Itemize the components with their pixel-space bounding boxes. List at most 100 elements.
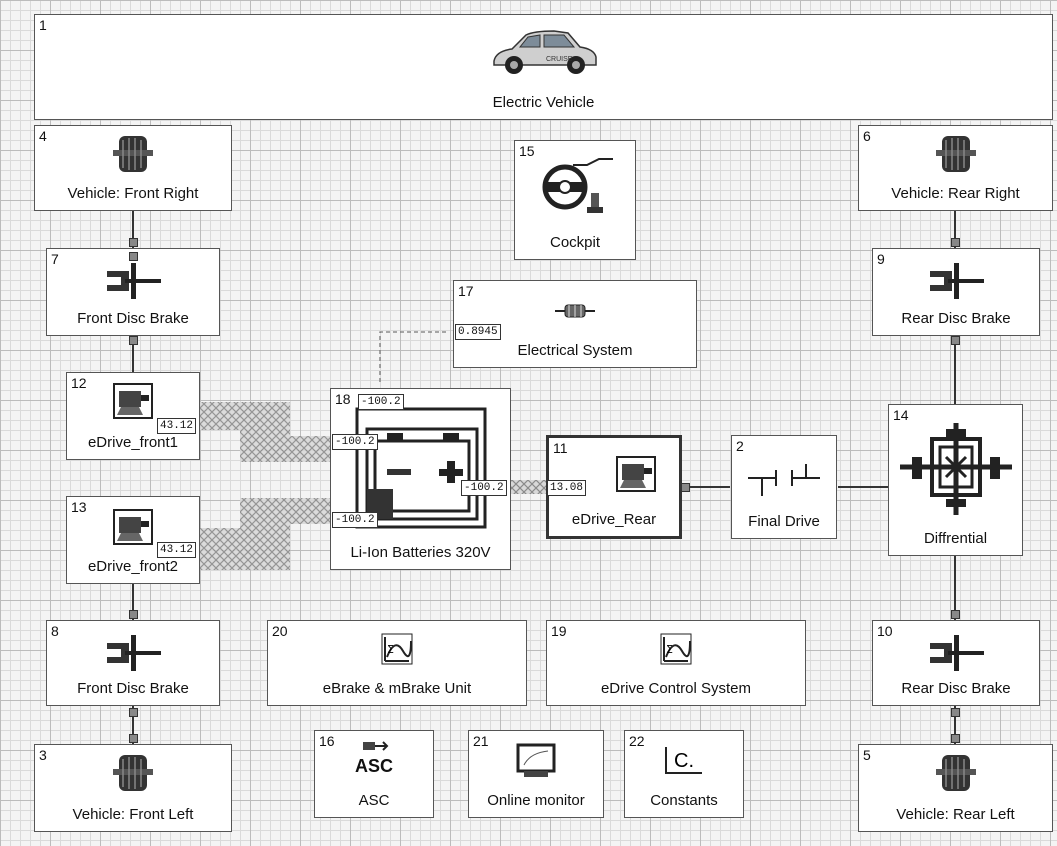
- port-rear-brake-9[interactable]: [951, 336, 960, 345]
- block-vehicle-rear-left[interactable]: 5 Vehicle: Rear Left: [858, 744, 1053, 832]
- block-label: Rear Disc Brake: [901, 680, 1011, 697]
- resistor-icon: [555, 303, 595, 324]
- block-front-disc-brake-7[interactable]: 7 Front Disc Brake: [46, 248, 220, 336]
- block-number: 9: [877, 251, 885, 267]
- block-label: Front Disc Brake: [77, 680, 189, 697]
- block-number: 2: [736, 438, 744, 454]
- port-front-brake-7-bottom[interactable]: [129, 336, 138, 345]
- electric-bus-front1: [200, 402, 330, 462]
- disc-brake-icon: [926, 635, 986, 676]
- port-front-brake-8-bottom[interactable]: [129, 708, 138, 717]
- block-electric-vehicle[interactable]: 1 CRUISE Electric Vehicle: [34, 14, 1053, 120]
- gear-pair-icon: [746, 462, 822, 503]
- block-label: eBrake & mBrake Unit: [322, 680, 472, 697]
- block-constants[interactable]: 22 C. Constants: [624, 730, 744, 818]
- steering-wheel-icon: [535, 157, 615, 224]
- port-rear-brake-10-top[interactable]: [951, 610, 960, 619]
- wheel-icon: [934, 134, 978, 179]
- block-number: 19: [551, 623, 567, 639]
- block-number: 15: [519, 143, 535, 159]
- block-number: 8: [51, 623, 59, 639]
- block-label: ASC: [358, 792, 390, 809]
- block-number: 5: [863, 747, 871, 763]
- block-vehicle-rear-right[interactable]: 6 Vehicle: Rear Right: [858, 125, 1053, 211]
- port-edrive-rear-out[interactable]: [681, 483, 690, 492]
- electric-motor-icon: [616, 456, 656, 497]
- asc-icon-text: ASC: [354, 756, 394, 776]
- asc-icon: ASC: [355, 739, 393, 775]
- svg-text:Σ: Σ: [387, 643, 394, 656]
- block-number: 4: [39, 128, 47, 144]
- car-badge: CRUISE: [546, 56, 573, 63]
- svg-text:Σ: Σ: [666, 643, 673, 656]
- block-label: Cockpit: [549, 234, 601, 251]
- electric-motor-icon: [113, 509, 153, 550]
- block-vehicle-front-right[interactable]: 4 Vehicle: Front Right: [34, 125, 232, 211]
- port-front-left[interactable]: [129, 734, 138, 743]
- port-front-brake-7-top[interactable]: [129, 252, 138, 261]
- block-number: 21: [473, 733, 489, 749]
- block-number: 14: [893, 407, 909, 423]
- block-number: 16: [319, 733, 335, 749]
- port-front-right[interactable]: [129, 238, 138, 247]
- block-ebrake-mbrake-unit[interactable]: 20 Σ eBrake & mBrake Unit: [267, 620, 527, 706]
- disc-brake-icon: [103, 263, 163, 304]
- value-edrive-front1: 43.12: [157, 418, 197, 434]
- block-label: Vehicle: Front Right: [67, 185, 199, 202]
- block-edrive-front2[interactable]: 13 eDrive_front2: [66, 496, 200, 584]
- block-edrive-control-system[interactable]: 19 Σ eDrive Control System: [546, 620, 806, 706]
- value-edrive-front2: 43.12: [157, 542, 197, 558]
- block-number: 1: [39, 17, 47, 33]
- block-vehicle-front-left[interactable]: 3 Vehicle: Front Left: [34, 744, 232, 832]
- block-number: 20: [272, 623, 288, 639]
- block-asc[interactable]: 16 ASC ASC: [314, 730, 434, 818]
- block-number: 6: [863, 128, 871, 144]
- electric-bus-rear: [505, 480, 547, 494]
- block-differential[interactable]: 14 Diffrential: [888, 404, 1023, 556]
- block-number: 13: [71, 499, 87, 515]
- block-online-monitor[interactable]: 21 Online monitor: [468, 730, 604, 818]
- value-battery-bottom: -100.2: [332, 512, 378, 528]
- block-number: 22: [629, 733, 645, 749]
- block-front-disc-brake-8[interactable]: 8 Front Disc Brake: [46, 620, 220, 706]
- disc-brake-icon: [926, 263, 986, 304]
- constants-icon-text: C.: [674, 750, 694, 772]
- constants-icon: C.: [662, 745, 706, 780]
- block-label: Vehicle: Rear Left: [896, 806, 1015, 823]
- value-battery-right: -100.2: [461, 480, 507, 496]
- wheel-icon: [111, 134, 155, 179]
- block-label: Front Disc Brake: [77, 310, 189, 327]
- electric-bus-front2: [200, 498, 330, 570]
- block-rear-disc-brake-9[interactable]: 9 Rear Disc Brake: [872, 248, 1040, 336]
- block-number: 18: [335, 391, 351, 407]
- port-rear-right[interactable]: [951, 238, 960, 247]
- block-number: 3: [39, 747, 47, 763]
- block-rear-disc-brake-10[interactable]: 10 Rear Disc Brake: [872, 620, 1040, 706]
- value-edrive-rear: 13.08: [547, 480, 587, 496]
- block-final-drive[interactable]: 2 Final Drive: [731, 435, 837, 539]
- block-edrive-front1[interactable]: 12 eDrive_front1: [66, 372, 200, 460]
- port-rear-brake-10-bottom[interactable]: [951, 708, 960, 717]
- block-label: Rear Disc Brake: [901, 310, 1011, 327]
- block-label: eDrive Control System: [600, 680, 752, 697]
- block-label: Electric Vehicle: [492, 94, 595, 111]
- electric-motor-icon: [113, 383, 153, 424]
- block-label: Vehicle: Rear Right: [891, 185, 1020, 202]
- block-li-ion-batteries[interactable]: 18 Li-Ion Batteries 320V: [330, 388, 511, 570]
- block-number: 17: [458, 283, 474, 299]
- function-icon: Σ: [381, 633, 413, 670]
- block-number: 12: [71, 375, 87, 391]
- value-battery-mid: -100.2: [332, 434, 378, 450]
- block-label: Online monitor: [487, 792, 585, 809]
- value-electrical-system: 0.8945: [455, 324, 501, 340]
- value-battery-top: -100.2: [358, 394, 404, 410]
- port-rear-left[interactable]: [951, 734, 960, 743]
- disc-brake-icon: [103, 635, 163, 676]
- signal-line: [379, 331, 448, 382]
- block-cockpit[interactable]: 15 Cockpit: [514, 140, 636, 260]
- port-front-brake-8-top[interactable]: [129, 610, 138, 619]
- block-label: eDrive_front1: [87, 434, 179, 451]
- block-label: Electrical System: [517, 342, 633, 359]
- block-label: Final Drive: [748, 513, 820, 530]
- block-label: Li-Ion Batteries 320V: [350, 544, 491, 561]
